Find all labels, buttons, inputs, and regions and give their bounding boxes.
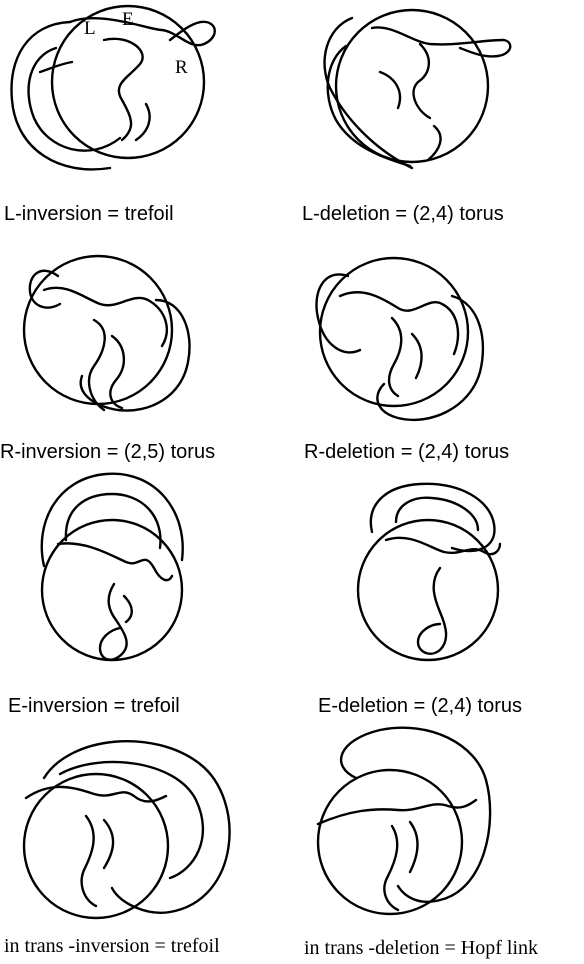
circle [358, 520, 498, 660]
strand-top [340, 292, 458, 354]
strand-hook [380, 72, 400, 108]
caption-trans-deletion: in trans -deletion = Hopf link [304, 937, 538, 959]
strand-small-gap [40, 62, 72, 72]
strand-crossing [58, 543, 172, 580]
strand-outer-arc [371, 484, 495, 551]
circle [24, 256, 172, 404]
site-label-r: R [175, 57, 188, 78]
strand-inner-arc [60, 762, 203, 878]
caption-r-inversion: R-inversion = (2,5) torus [0, 441, 215, 463]
strand-tail-right [410, 822, 418, 872]
strand-top [372, 27, 510, 56]
panel-l-deletion [325, 10, 511, 168]
panel-e-deletion [358, 484, 500, 660]
caption-r-deletion: R-deletion = (2,4) torus [304, 441, 509, 463]
strand-middle [104, 39, 143, 140]
strand-middle [389, 318, 401, 396]
strand-tail-left [82, 816, 96, 906]
caption-trans-inversion: in trans -inversion = trefoil [4, 935, 220, 957]
strand-tail-left [384, 826, 398, 910]
strand-middle [89, 320, 105, 410]
site-label-l: L [84, 18, 96, 39]
caption-e-inversion: E-inversion = trefoil [8, 695, 180, 717]
strand-outer-arc [44, 741, 230, 913]
circle [336, 10, 488, 162]
strand-tail [100, 584, 127, 660]
strand-outer-arc [341, 728, 490, 902]
circle [318, 770, 462, 914]
strand-inner-arc [396, 498, 478, 530]
site-label-e: E [122, 9, 134, 30]
caption-e-deletion: E-deletion = (2,4) torus [318, 695, 522, 717]
panel-l-inversion: L E R [11, 6, 214, 169]
strand-tail [418, 568, 446, 654]
panel-trans-deletion [318, 728, 490, 914]
strand-middle [414, 44, 430, 118]
circle [320, 258, 468, 406]
strand-inner [412, 334, 422, 378]
caption-l-deletion: L-deletion = (2,4) torus [302, 203, 504, 225]
panel-r-deletion [316, 258, 482, 420]
strand-right-tail [136, 104, 150, 140]
strand-inner [110, 336, 124, 408]
caption-l-inversion: L-inversion = trefoil [4, 203, 174, 225]
panel-e-inversion [42, 474, 183, 660]
strand-tail-right [104, 820, 113, 868]
strand-short [124, 596, 132, 622]
strand-right-tail [428, 126, 441, 160]
panel-r-inversion [24, 256, 190, 411]
panel-trans-inversion [24, 741, 230, 918]
